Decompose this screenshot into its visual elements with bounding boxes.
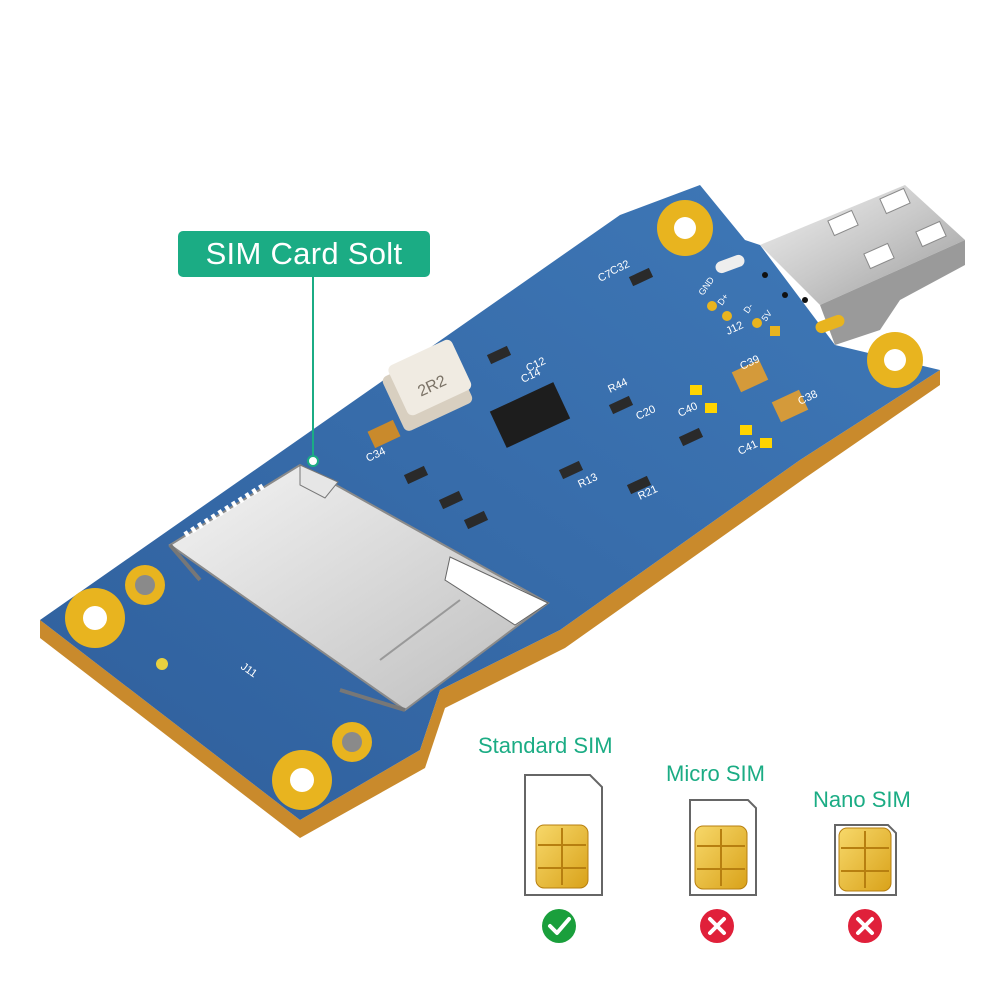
mounting-holes xyxy=(65,200,923,810)
nano-sim-card xyxy=(834,824,897,896)
cross-icon xyxy=(848,909,882,943)
usb-plug xyxy=(760,185,965,345)
standard-sim-label: Standard SIM xyxy=(478,733,613,758)
callout-dot xyxy=(307,455,319,467)
sim-card-slot-callout: SIM Card Solt xyxy=(178,231,430,277)
standard-sim-card xyxy=(524,774,603,896)
micro-sim-label: Micro SIM xyxy=(666,761,765,786)
micro-sim-card xyxy=(689,799,757,896)
header-pads xyxy=(707,254,845,336)
sim-card-slot xyxy=(168,455,550,712)
label-c7: C7 xyxy=(596,268,614,285)
cross-icon xyxy=(700,909,734,943)
pin-dminus: D- xyxy=(741,302,755,316)
pcb xyxy=(40,185,940,820)
nano-sim-label: Nano SIM xyxy=(813,787,911,812)
components: 2R2 xyxy=(367,267,809,530)
check-icon xyxy=(542,909,576,943)
